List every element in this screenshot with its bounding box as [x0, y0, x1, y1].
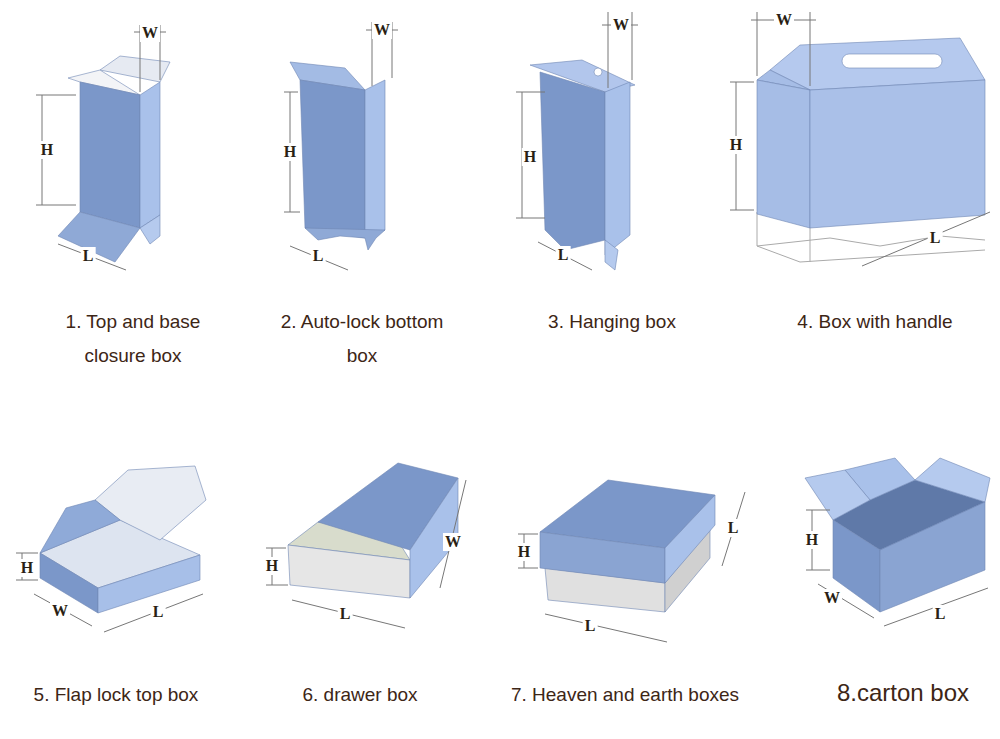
dimension-label: H — [804, 531, 820, 549]
dimension-label: L — [338, 605, 353, 623]
dimension-label: L — [933, 605, 948, 623]
box-with-handle — [730, 12, 990, 266]
dimension-label: H — [522, 148, 538, 166]
dimension-label: W — [774, 11, 794, 29]
box-caption: 6. drawer box — [250, 678, 470, 712]
dimension-label: L — [81, 247, 96, 265]
dimension-label: H — [282, 143, 298, 161]
dimension-label: W — [140, 24, 160, 42]
hanging-box — [516, 12, 638, 270]
dimension-label: L — [583, 617, 598, 635]
dimension-label: H — [264, 557, 280, 575]
dimension-label: H — [728, 136, 744, 154]
dimension-label: W — [50, 602, 70, 620]
top-and-base-closure-box — [36, 25, 170, 270]
dimension-label: L — [311, 247, 326, 265]
box-caption: 1. Top and base closure box — [33, 305, 233, 373]
auto-lock-bottom-box — [284, 22, 398, 270]
box-caption: 3. Hanging box — [502, 305, 722, 339]
box-caption: 5. Flap lock top box — [1, 678, 231, 712]
box-caption: 2. Auto-lock bottom box — [275, 305, 450, 373]
dimension-label: H — [19, 559, 35, 577]
dimension-label: H — [39, 141, 55, 159]
carton-box — [805, 458, 990, 626]
dimension-label: W — [372, 21, 392, 39]
box-caption: 8.carton box — [803, 676, 1000, 710]
heaven-and-earth-box — [518, 480, 745, 642]
dimension-label: W — [822, 589, 842, 607]
dimension-label: H — [516, 543, 532, 561]
drawer-box — [266, 463, 466, 628]
dimension-label: W — [443, 533, 463, 551]
dimension-label: L — [726, 519, 741, 537]
dimension-label: W — [611, 16, 631, 34]
flap-lock-top-box — [16, 466, 206, 632]
box-caption: 7. Heaven and earth boxes — [495, 678, 755, 712]
dimension-label: L — [556, 246, 571, 264]
dimension-label: L — [151, 603, 166, 621]
box-caption: 4. Box with handle — [765, 305, 985, 339]
dimension-label: L — [928, 229, 943, 247]
